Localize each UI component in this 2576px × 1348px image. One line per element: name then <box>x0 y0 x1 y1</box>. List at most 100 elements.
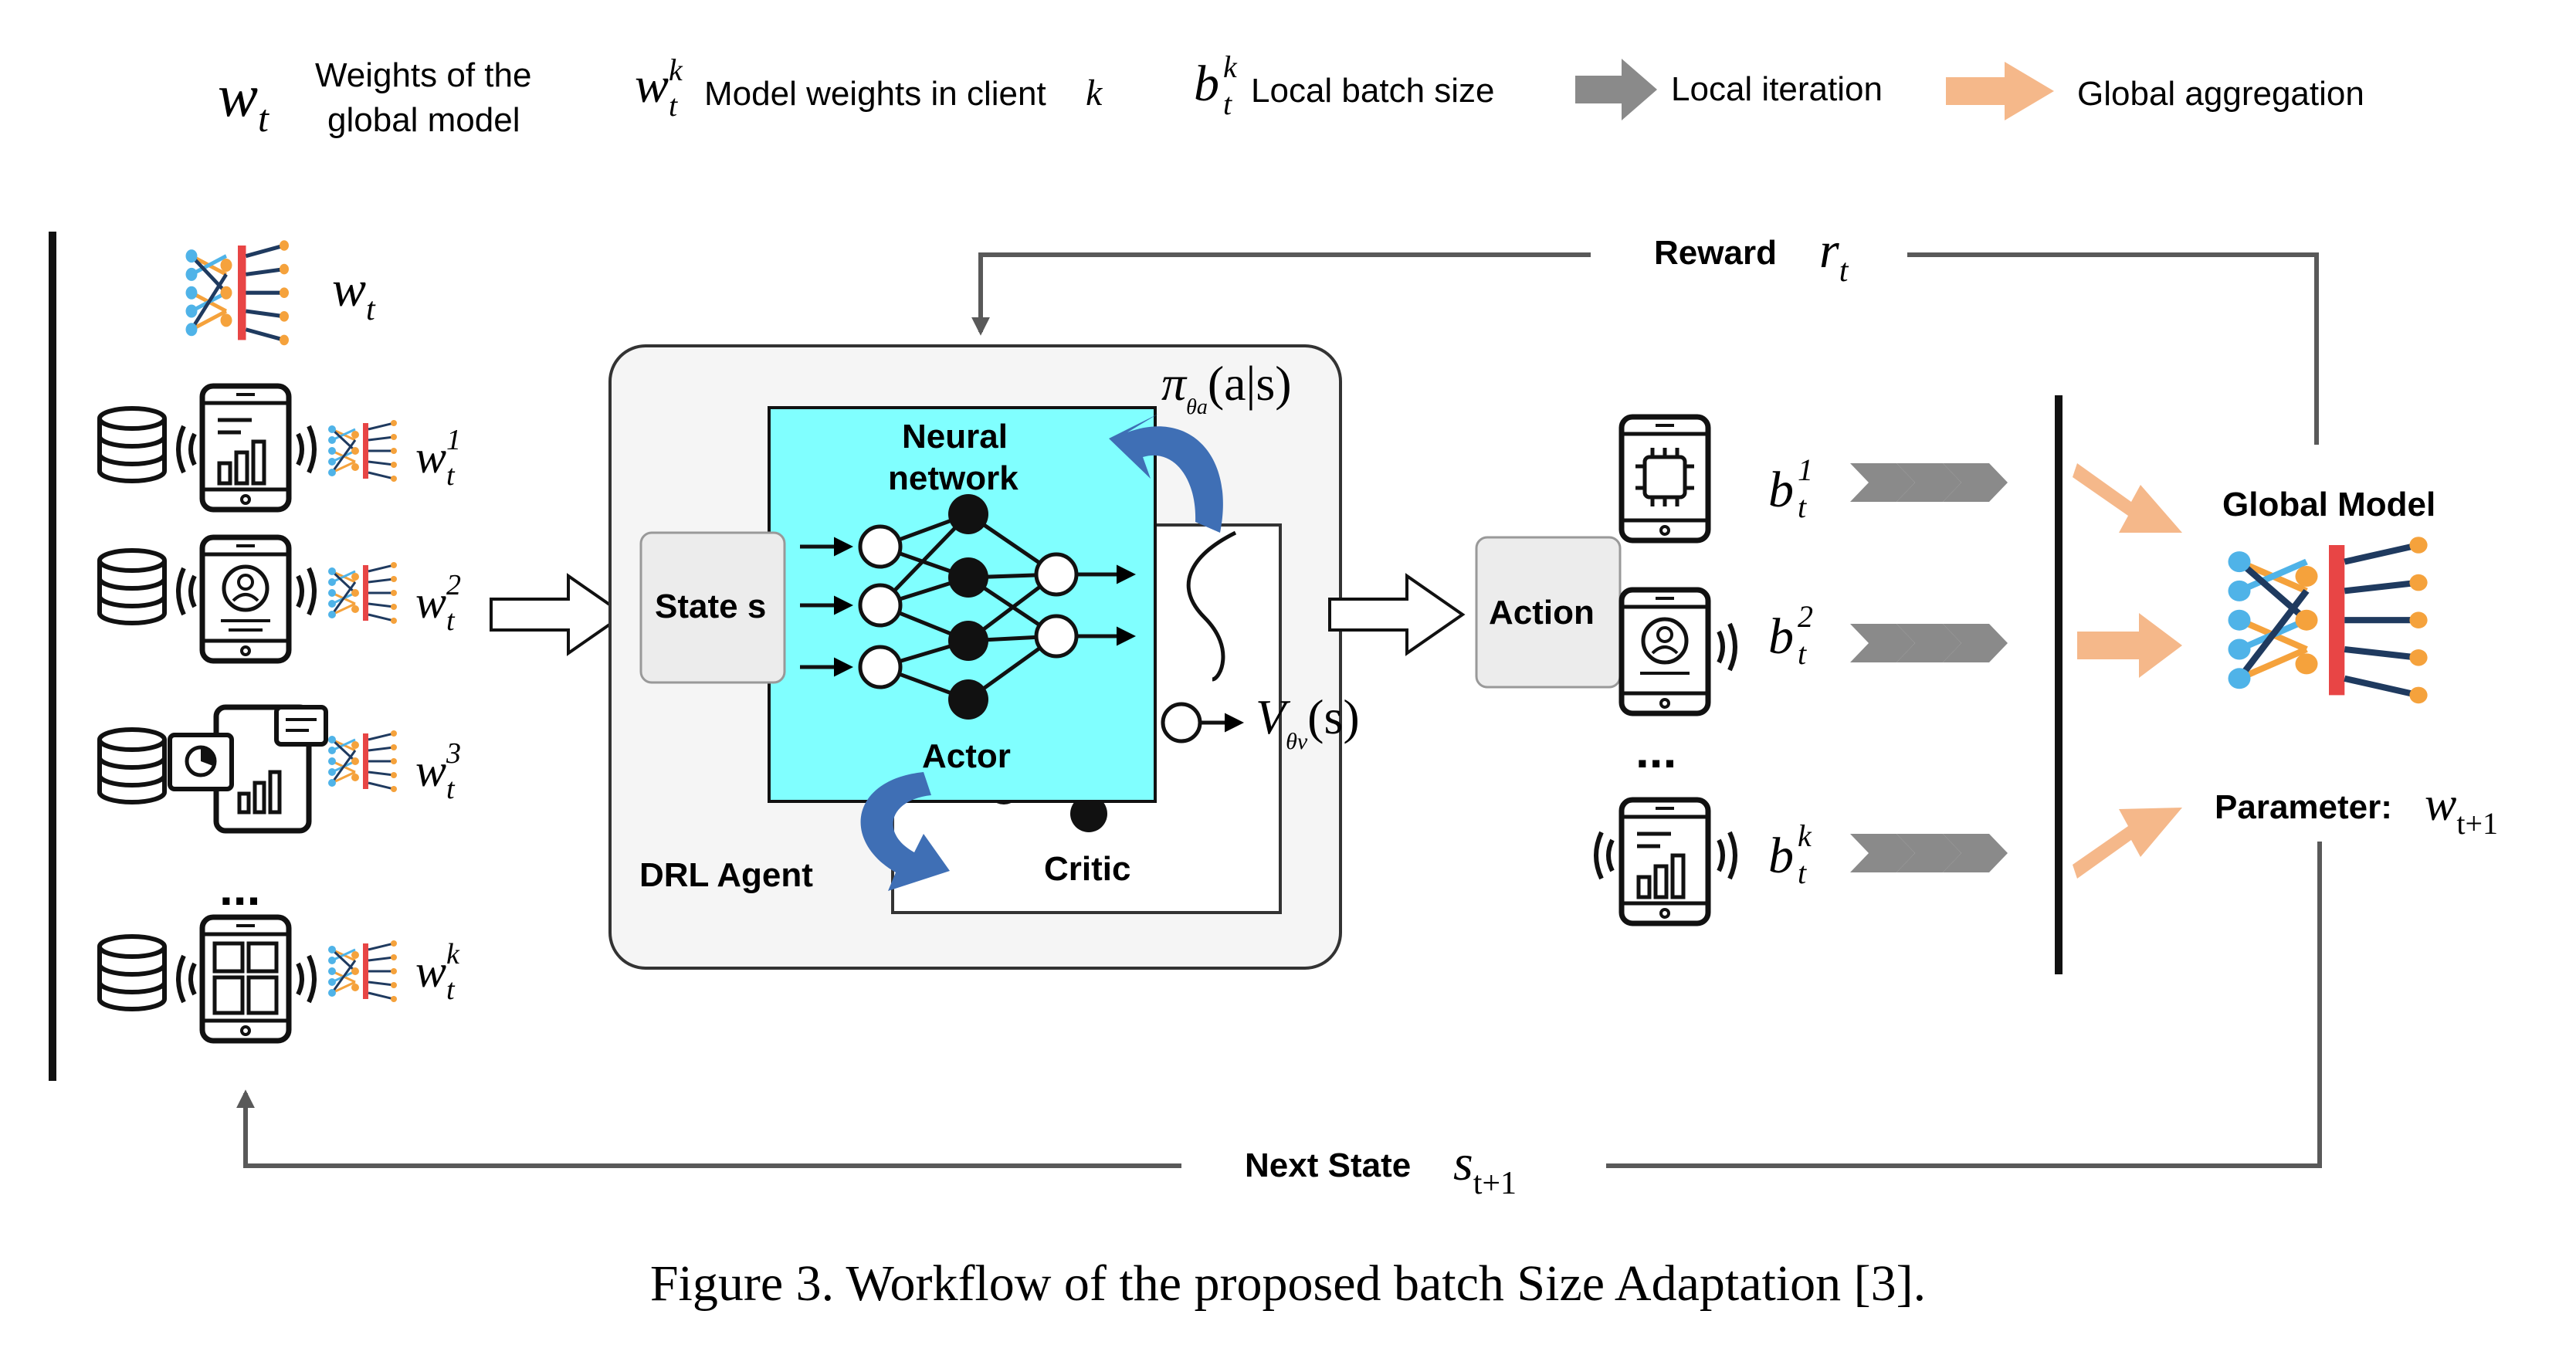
value-node <box>1161 702 1202 743</box>
signal-icon <box>298 956 314 1002</box>
reward-symbol: rt <box>1819 222 1849 289</box>
legend-global-aggregation-label: Global aggregation <box>2077 75 2364 113</box>
legend-batch-symbol: b <box>1194 56 1219 112</box>
svg-text:k: k <box>1798 818 1812 853</box>
policy-curved-arrow <box>1109 414 1223 533</box>
signal-icon <box>1719 624 1735 670</box>
legend-global-aggregation-arrow <box>1946 62 2054 120</box>
legend-local-iteration-label: Local iteration <box>1671 70 1883 108</box>
global-model-param-value: wt+1 <box>2425 778 2498 841</box>
client-1-weights: w <box>415 432 446 483</box>
reward-loop: Reward rt <box>971 222 2319 445</box>
local-iteration-arrows <box>1850 834 2008 872</box>
signal-icon <box>178 568 195 615</box>
svg-text:k: k <box>446 938 460 970</box>
device-2: b 2 t <box>1622 590 2008 713</box>
legend-client-weights-sub: t <box>669 88 678 123</box>
state-box <box>639 531 786 684</box>
svg-text:t: t <box>446 459 456 492</box>
global-weights-label: wt <box>332 261 376 327</box>
nn-label-1: Neural <box>902 418 1008 456</box>
action-input-arrow <box>1328 573 1466 656</box>
signal-icon <box>1719 832 1735 879</box>
device-k: b k t <box>1596 800 2008 923</box>
critic-label: Critic <box>1044 850 1130 888</box>
svg-text:t: t <box>1798 636 1807 671</box>
next-state-label: Next State <box>1245 1146 1411 1184</box>
client-2-weights: w <box>415 577 446 628</box>
phone-icon <box>202 537 289 661</box>
phone-icon <box>1622 590 1708 713</box>
svg-text:t: t <box>1798 855 1807 890</box>
phone-icon <box>202 386 289 510</box>
actor-network <box>800 494 1136 720</box>
global-model-param-label: Parameter: <box>2215 788 2392 826</box>
devices-ellipsis: ... <box>1635 723 1676 778</box>
svg-text:2: 2 <box>446 569 461 601</box>
drl-agent: Critic Vθv(s) Neural network <box>608 344 1360 970</box>
signal-icon <box>178 426 195 472</box>
value-function-label: Vθv(s) <box>1256 689 1360 754</box>
signal-icon <box>298 426 314 472</box>
svg-text:1: 1 <box>446 424 461 456</box>
client-model-icon <box>327 729 398 794</box>
actor-label: Actor <box>922 737 1011 775</box>
global-aggregation-arrows <box>2073 463 2182 879</box>
legend-client-weights-label: Model weights in client <box>704 75 1046 113</box>
next-state-loop: Next State st+1 <box>236 842 2322 1201</box>
legend-local-iteration-arrow <box>1575 59 1657 120</box>
signal-icon <box>298 568 314 615</box>
device-1: b 1 t <box>1622 417 2008 540</box>
svg-text:t: t <box>446 974 456 1006</box>
legend-batch-sup: k <box>1223 49 1238 84</box>
global-model-icon <box>186 240 290 345</box>
client-k: w k t <box>100 917 460 1041</box>
database-icon <box>100 936 164 1009</box>
batch-k-label: b <box>1768 828 1794 884</box>
legend: wt Weights of the global model w k t Mod… <box>218 49 2364 140</box>
state-label: State s <box>655 588 766 625</box>
action-label: Action <box>1489 594 1595 632</box>
client-model-icon <box>327 939 398 1004</box>
signal-icon <box>1596 832 1612 879</box>
phone-icon <box>1622 417 1708 540</box>
batch-2-label: b <box>1768 608 1794 665</box>
batch-1-label: b <box>1768 462 1794 518</box>
svg-text:2: 2 <box>1798 599 1813 634</box>
client-3-weights: w <box>415 745 446 796</box>
client-model-icon <box>327 418 398 483</box>
drl-agent-label: DRL Agent <box>639 856 813 894</box>
phone-icon <box>1622 800 1708 923</box>
figure-caption: Figure 3. Workflow of the proposed batch… <box>650 1255 1926 1312</box>
legend-global-weights-symbol: wt <box>218 62 269 140</box>
svg-text:t: t <box>446 773 456 805</box>
legend-client-weights-sup: k <box>669 52 683 87</box>
policy-label: πθa(a|s) <box>1161 356 1292 419</box>
critic-curve <box>1186 530 1237 682</box>
legend-batch-label: Local batch size <box>1251 72 1495 110</box>
svg-text:t: t <box>446 605 456 637</box>
global-model-icon <box>2229 537 2428 703</box>
legend-client-weights-var: k <box>1086 73 1103 113</box>
legend-batch-sub: t <box>1223 86 1232 121</box>
client-model-icon <box>327 561 398 625</box>
client-2: w 2 t <box>100 537 461 661</box>
svg-text:1: 1 <box>1798 452 1813 487</box>
client-3: w 3 t <box>100 704 461 834</box>
legend-global-weights-label-1: Weights of the <box>315 56 531 94</box>
database-icon <box>100 550 164 623</box>
database-icon <box>100 408 164 481</box>
dashboard-icon <box>168 704 328 834</box>
client-1: w 1 t <box>100 386 461 510</box>
clients-ellipsis: ... <box>219 860 260 916</box>
svg-text:3: 3 <box>446 737 461 770</box>
local-iteration-arrows <box>1850 624 2008 662</box>
next-state-symbol: st+1 <box>1453 1135 1517 1201</box>
critic-curved-arrow <box>860 772 950 891</box>
legend-client-weights-symbol: w <box>635 57 669 113</box>
state-input-arrow <box>490 573 627 656</box>
local-iteration-arrows <box>1850 463 2008 502</box>
signal-icon <box>178 956 195 1002</box>
global-model-title: Global Model <box>2222 486 2435 523</box>
